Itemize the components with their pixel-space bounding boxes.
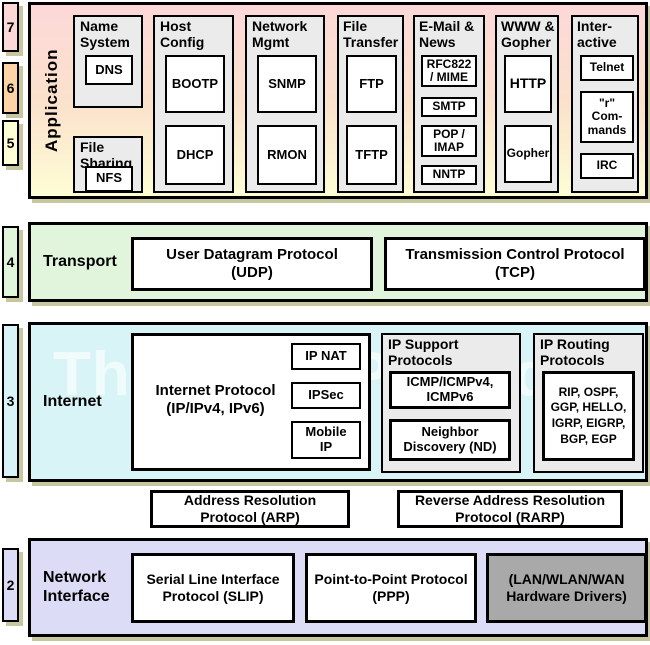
network-interface-layer-band: Network Interface Serial Line Interface … (28, 538, 648, 637)
protocol-box-r-commands: "r" Com- mands (580, 91, 634, 143)
protocol-box-icmp: ICMP/ICMPv4, ICMPv6 (389, 371, 511, 409)
protocol-box-neighbor-discovery: Neighbor Discovery (ND) (389, 419, 511, 461)
layer-4-number-box: 4 (2, 226, 19, 298)
group-www-gopher: WWW & Gopher HTTP Gopher (495, 15, 559, 193)
layer-7-number: 7 (6, 19, 15, 35)
transport-layer-label: Transport (43, 252, 117, 270)
protocol-box-snmp: SNMP (257, 55, 317, 113)
group-ip-support-title: IP Support Protocols (388, 336, 459, 368)
protocol-box-irc: IRC (580, 153, 634, 179)
protocol-box-slip: Serial Line Interface Protocol (SLIP) (131, 553, 295, 623)
group-email-news: E-Mail & News RFC822 / MIME SMTP POP / I… (413, 15, 485, 193)
group-name-system-title: Name System (80, 18, 130, 50)
protocol-box-routing-list: RIP, OSPF, GGP, HELLO, IGRP, EIGRP, BGP,… (542, 371, 635, 461)
protocol-box-ip-nat: IP NAT (291, 343, 361, 370)
layer-2-number: 2 (6, 577, 15, 593)
protocol-box-tftp: TFTP (346, 125, 397, 185)
protocol-box-nntp: NNTP (421, 165, 477, 185)
group-interactive-title: Inter- active (577, 18, 617, 50)
protocol-box-nfs: NFS (85, 165, 133, 192)
transport-layer-band: Transport User Datagram Protocol (UDP) T… (28, 222, 648, 302)
hardware-drivers-box: (LAN/WLAN/WAN Hardware Drivers) (486, 553, 645, 623)
internet-protocol-box: Internet Protocol (IP/IPv4, IPv6) IP NAT… (131, 333, 371, 471)
group-network-mgmt: Network Mgmt SNMP RMON (245, 15, 325, 193)
internet-layer-label: Internet (43, 392, 102, 410)
layer-7-number-box: 7 (2, 2, 19, 52)
group-ip-routing-protocols: IP Routing Protocols RIP, OSPF, GGP, HEL… (533, 333, 644, 473)
group-host-config: Host Config BOOTP DHCP (153, 15, 234, 193)
protocol-box-gopher: Gopher (504, 125, 552, 183)
protocol-box-smtp: SMTP (421, 97, 477, 117)
network-interface-layer-label: Network Interface (43, 569, 110, 605)
protocol-box-pop-imap: POP / IMAP (421, 125, 477, 157)
protocol-box-bootp: BOOTP (165, 55, 225, 113)
protocol-box-http: HTTP (504, 55, 552, 113)
group-name-system: Name System DNS (73, 15, 143, 108)
group-ip-routing-title: IP Routing Protocols (540, 336, 610, 368)
protocol-box-arp: Address Resolution Protocol (ARP) (150, 490, 350, 528)
protocol-box-dns: DNS (85, 55, 133, 85)
layer-4-number: 4 (6, 254, 15, 270)
application-layer-label: Application (42, 48, 61, 153)
application-layer-band: Application Name System DNS File Sharing… (28, 2, 648, 199)
layer-2-number-box: 2 (2, 548, 19, 622)
layer-5-number-box: 5 (2, 120, 19, 166)
protocol-box-telnet: Telnet (580, 55, 634, 81)
layer-3-number-box: 3 (2, 324, 19, 478)
protocol-box-tcp: Transmission Control Protocol (TCP) (384, 237, 645, 291)
internet-protocol-label: Internet Protocol (IP/IPv4, IPv6) (155, 382, 276, 417)
internet-layer-band: The TCP/IP Guide Internet Internet Proto… (28, 322, 648, 482)
layer-6-number-box: 6 (2, 62, 19, 114)
protocol-box-ppp: Point-to-Point Protocol (PPP) (305, 553, 477, 623)
protocol-box-rmon: RMON (257, 125, 317, 185)
group-email-news-title: E-Mail & News (419, 18, 475, 50)
layer-5-number: 5 (6, 135, 15, 151)
group-file-sharing: File Sharing NFS (73, 136, 143, 193)
protocol-box-rfc822-mime: RFC822 / MIME (421, 55, 477, 87)
group-network-mgmt-title: Network Mgmt (252, 18, 308, 50)
protocol-box-mobile-ip: Mobile IP (291, 421, 361, 459)
group-www-gopher-title: WWW & Gopher (501, 18, 555, 50)
group-ip-support-protocols: IP Support Protocols ICMP/ICMPv4, ICMPv6… (381, 333, 521, 473)
group-host-config-title: Host Config (160, 18, 205, 50)
group-interactive: Inter- active Telnet "r" Com- mands IRC (571, 15, 639, 193)
group-file-transfer: File Transfer FTP TFTP (337, 15, 404, 193)
protocol-box-udp: User Datagram Protocol (UDP) (131, 237, 373, 291)
layer-3-number: 3 (6, 393, 15, 409)
protocol-box-dhcp: DHCP (165, 125, 225, 185)
protocol-box-rarp: Reverse Address Resolution Protocol (RAR… (397, 490, 623, 528)
protocol-box-ftp: FTP (346, 55, 397, 113)
layer-6-number: 6 (6, 80, 15, 96)
group-file-transfer-title: File Transfer (343, 18, 399, 50)
protocol-box-ipsec: IPSec (291, 382, 361, 409)
